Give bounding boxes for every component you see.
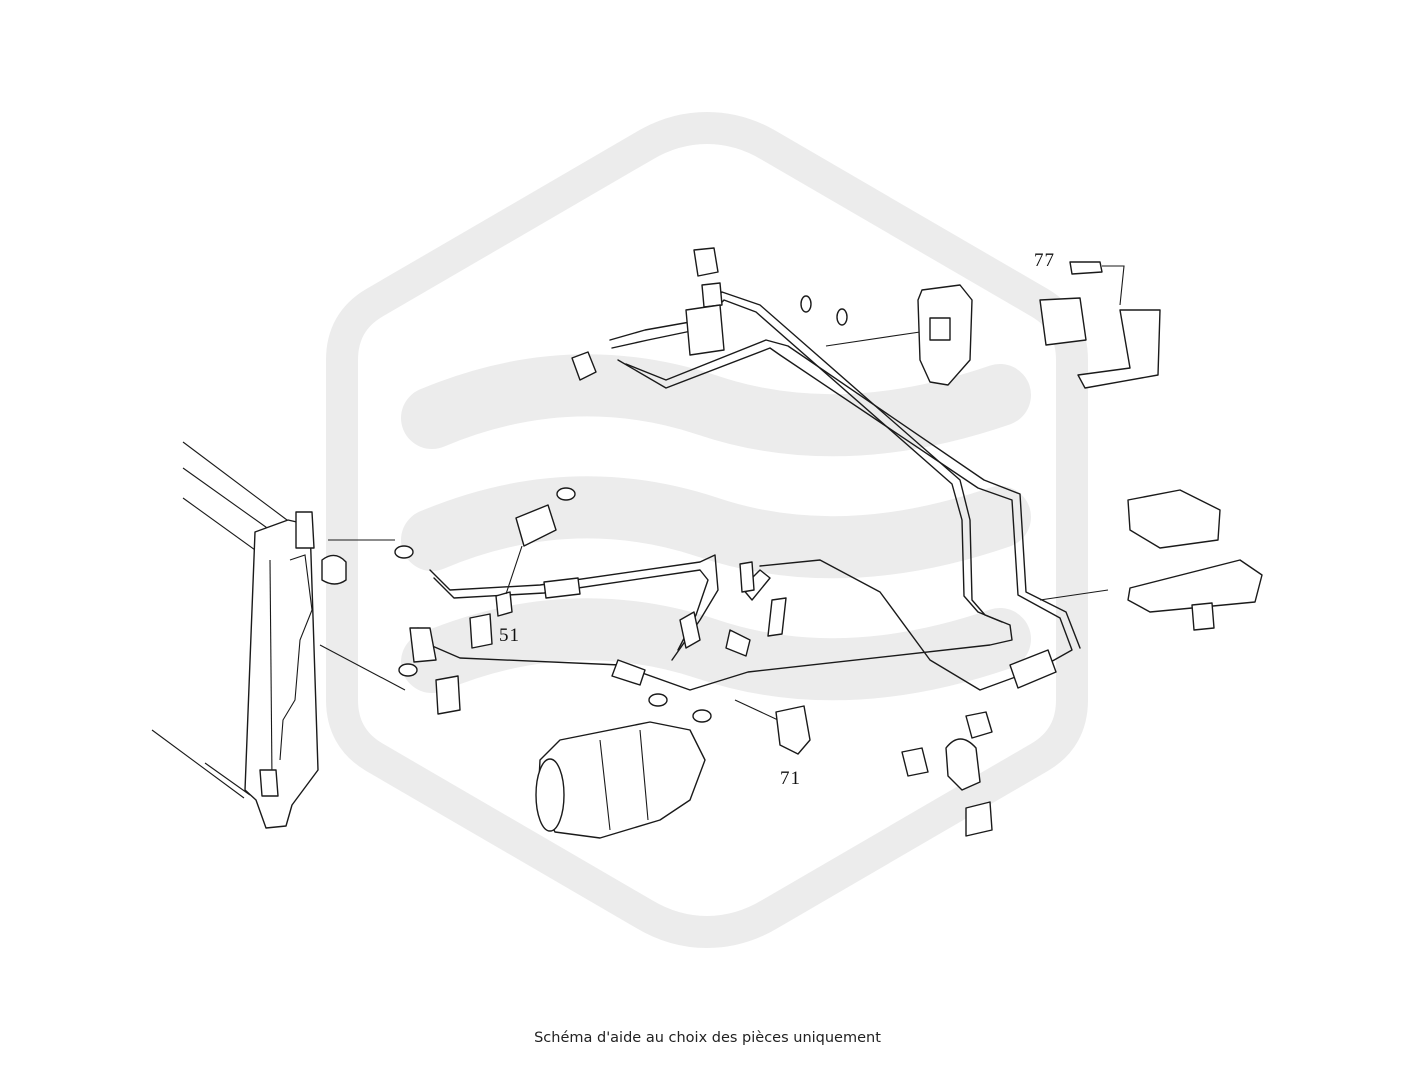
lower-right-parts xyxy=(901,711,993,837)
condenser xyxy=(151,441,406,829)
refrigerant-lines xyxy=(409,291,1081,691)
callout-51: 51 xyxy=(499,625,520,646)
caption: Schéma d'aide au choix des pièces unique… xyxy=(534,1030,881,1046)
callout-77: 77 xyxy=(1034,250,1055,271)
bracket-77: 77 xyxy=(1034,250,1161,389)
left-fasteners xyxy=(398,561,787,715)
clamp-bracket-right xyxy=(1039,489,1263,631)
callout-71: 71 xyxy=(780,768,801,789)
compressor xyxy=(535,693,779,839)
clip-71: 71 xyxy=(775,705,811,789)
pressure-switch-51: 51 xyxy=(394,487,576,649)
expansion-valve xyxy=(917,284,973,386)
top-fittings xyxy=(571,247,921,381)
